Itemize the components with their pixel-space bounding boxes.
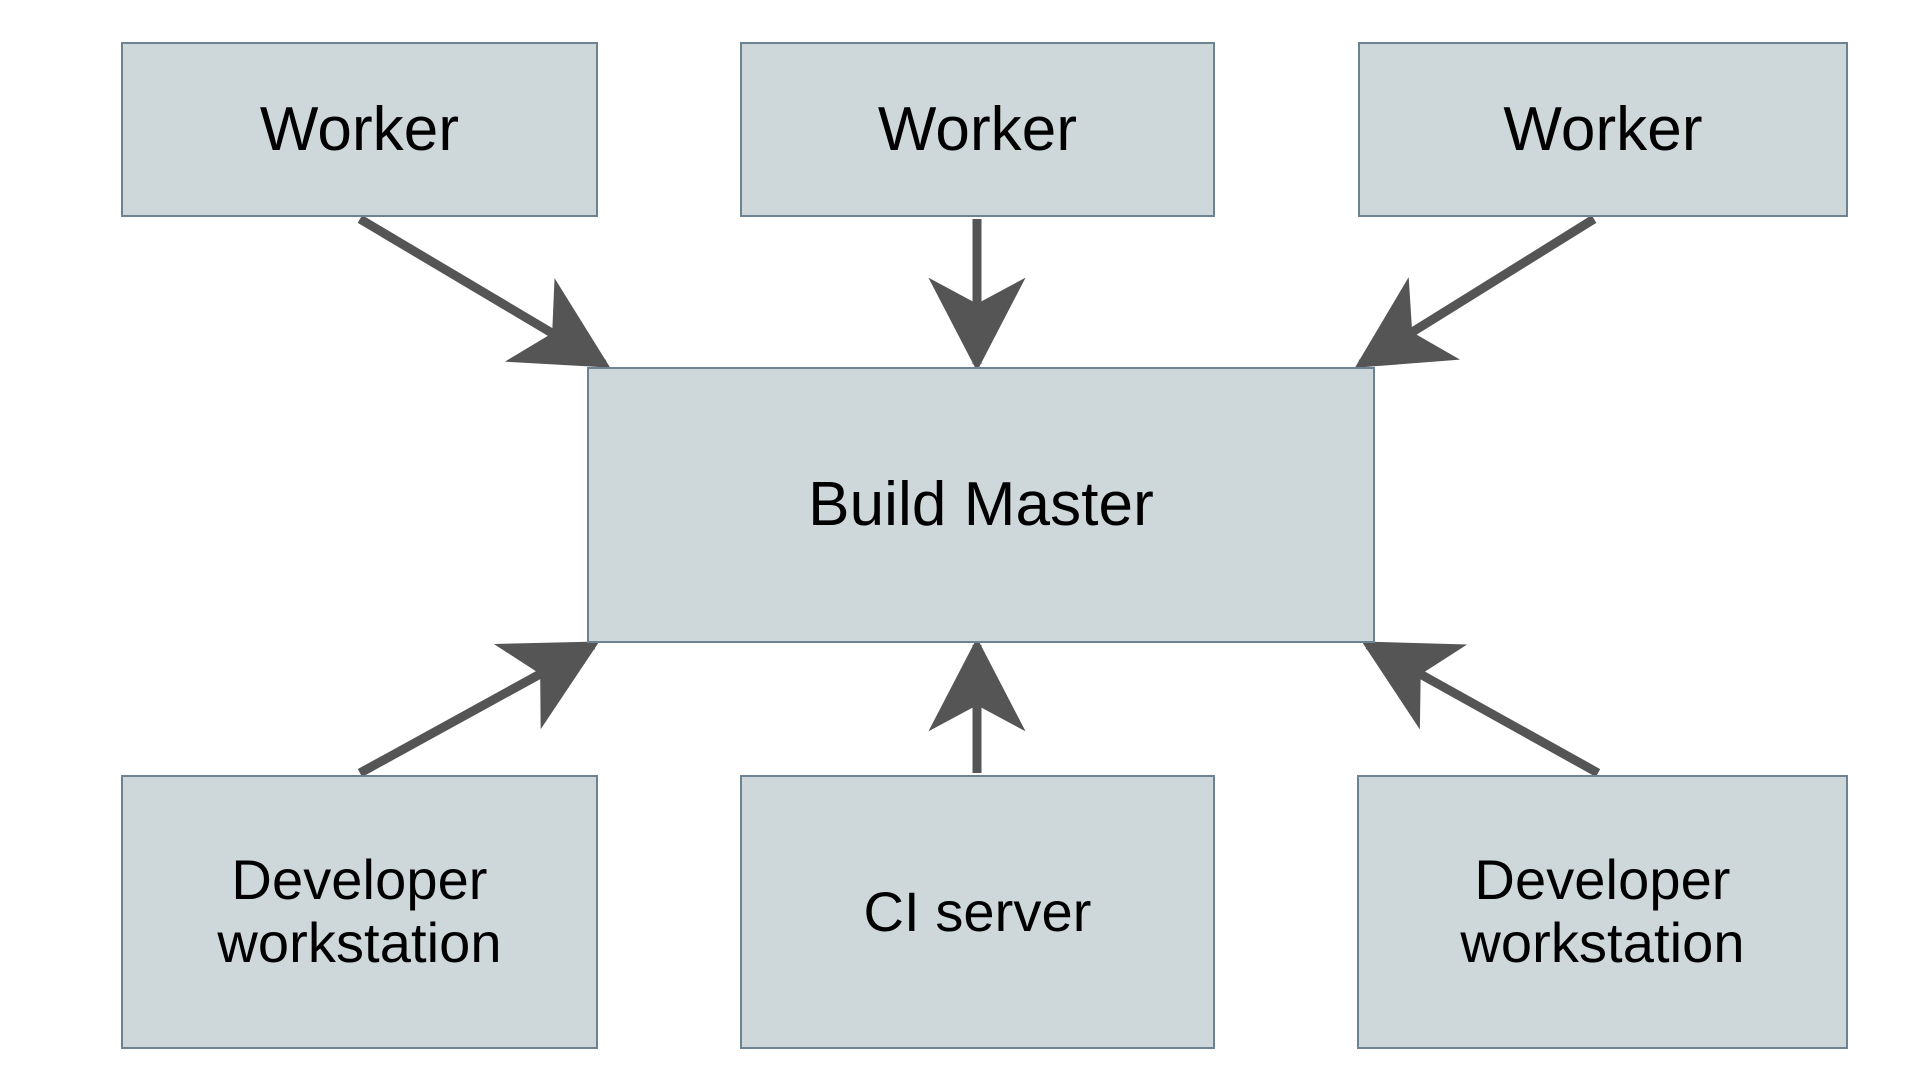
node-worker-1[interactable]: Worker <box>121 42 598 217</box>
node-worker-3-label: Worker <box>1503 94 1703 164</box>
edge-worker3-to-build-master <box>1354 215 1597 368</box>
node-build-master[interactable]: Build Master <box>587 367 1375 643</box>
node-worker-3[interactable]: Worker <box>1358 42 1848 217</box>
node-worker-1-label: Worker <box>259 94 460 164</box>
node-ci-server[interactable]: CI server <box>740 775 1215 1049</box>
edge-worker1-to-build-master <box>357 215 611 368</box>
edge-developer-workstation-1-to-build-master <box>357 641 600 777</box>
node-worker-2-label: Worker <box>877 94 1078 164</box>
edge-developer-workstation-2-to-build-master <box>1361 641 1601 777</box>
node-build-master-label: Build Master <box>808 470 1154 540</box>
node-worker-2[interactable]: Worker <box>740 42 1215 217</box>
node-ci-server-label: CI server <box>863 879 1092 943</box>
node-developer-workstation-2[interactable]: Developer workstation <box>1357 775 1848 1049</box>
node-developer-workstation-1-label: Developer workstation <box>217 848 502 974</box>
node-developer-workstation-1[interactable]: Developer workstation <box>121 775 598 1049</box>
node-developer-workstation-2-label: Developer workstation <box>1460 848 1745 974</box>
